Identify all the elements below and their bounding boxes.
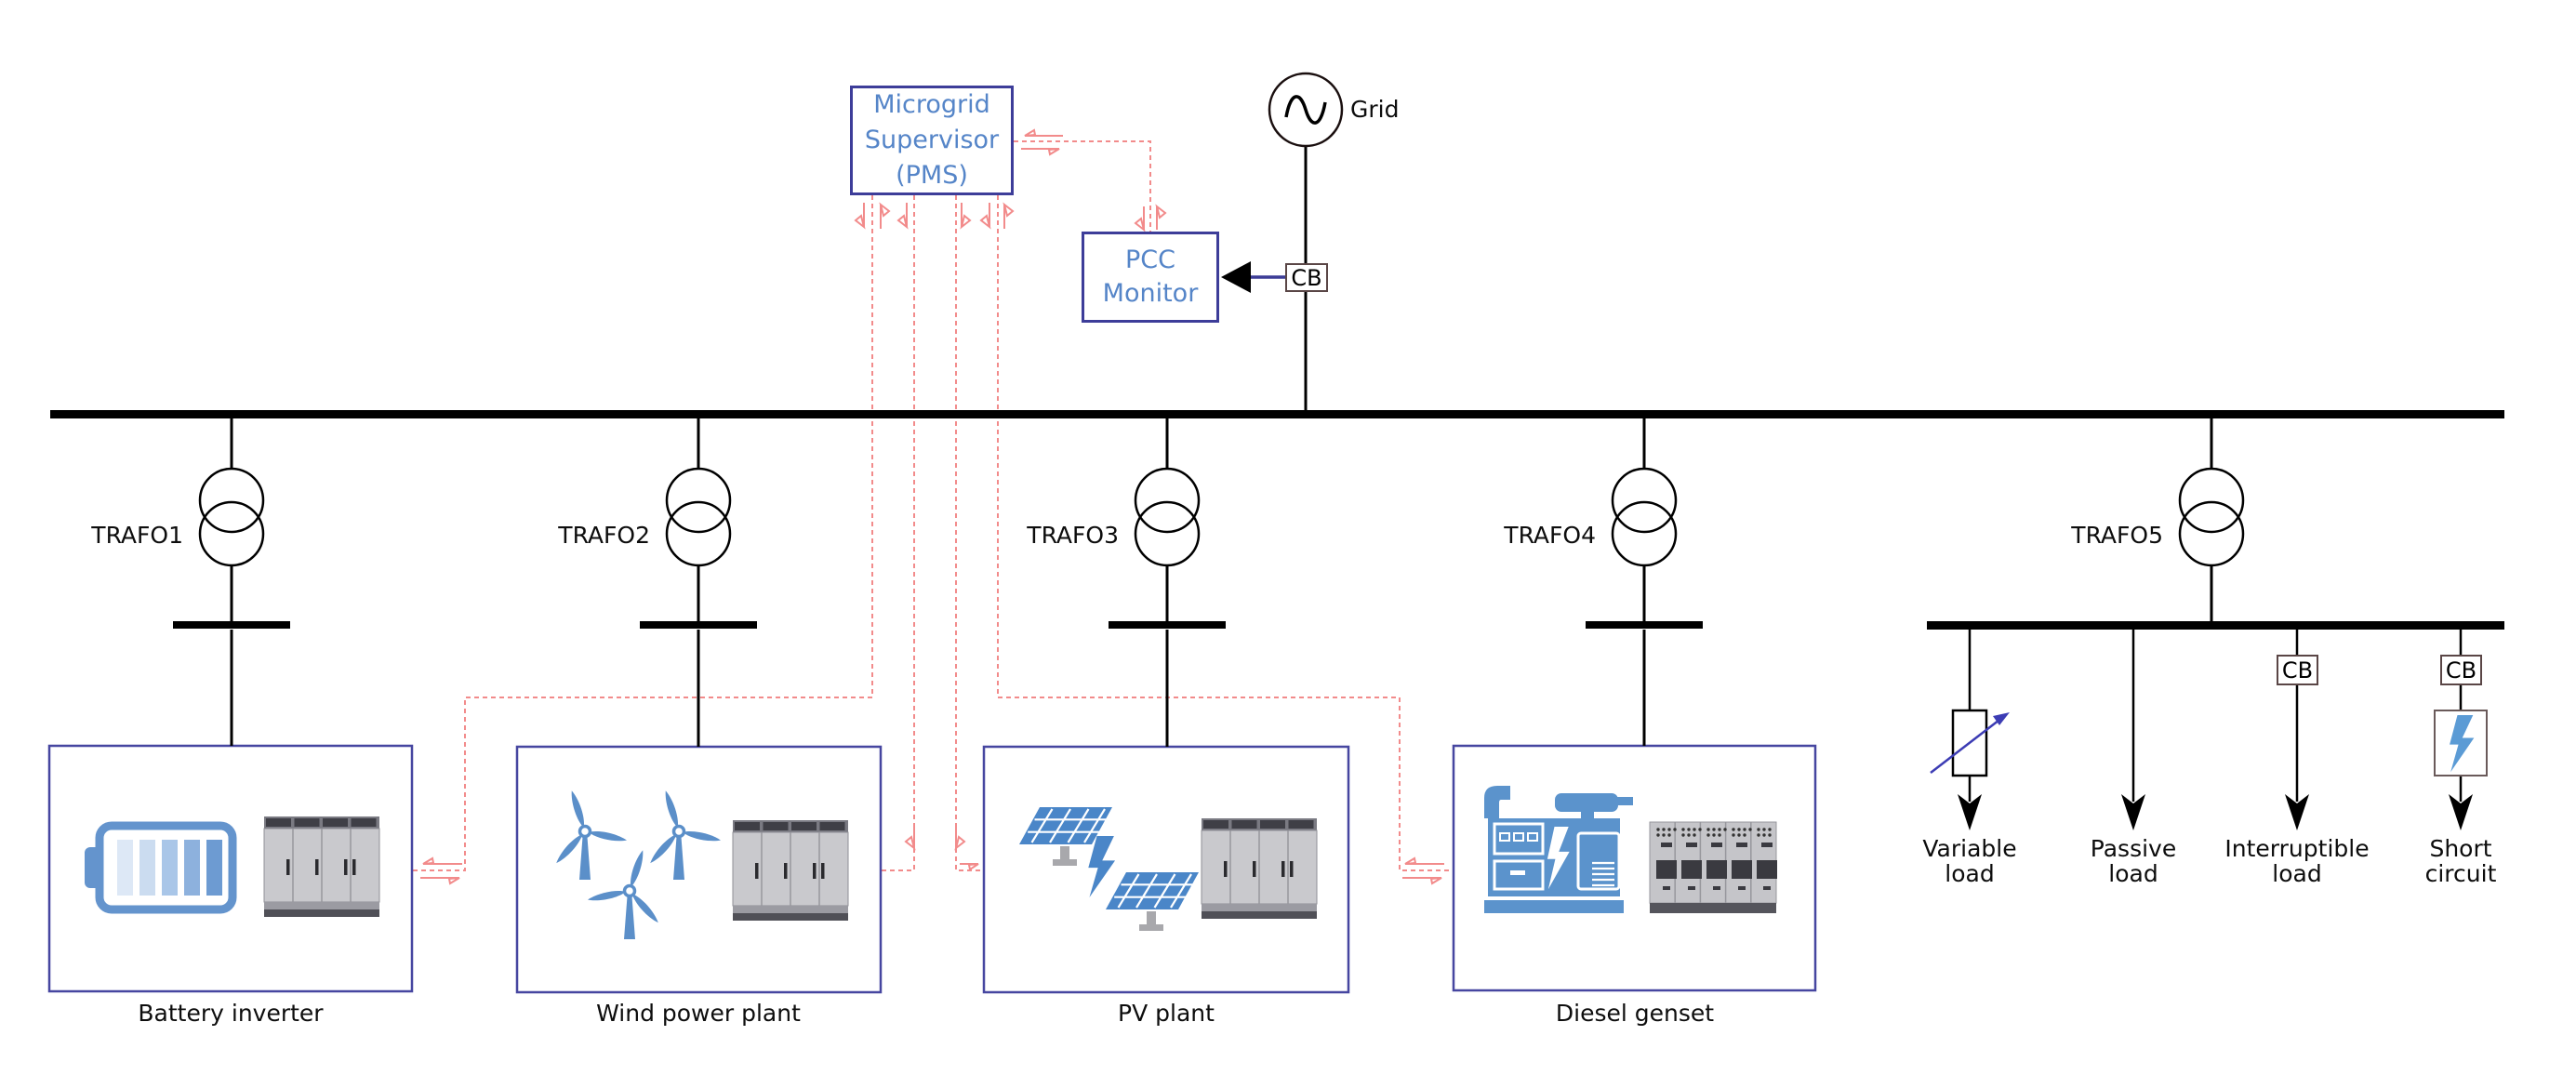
load-bus	[1927, 621, 2504, 630]
diesel-generator-icon	[1484, 786, 1633, 913]
variable-load-label: Variable load	[1922, 835, 2017, 887]
main-bus	[50, 410, 2504, 418]
comm-link-wind	[881, 195, 915, 871]
interruptible-load-circuit-breaker: CB	[2277, 655, 2318, 685]
pcc-monitor-box: PCC Monitor	[1082, 232, 1219, 323]
electrical-network	[50, 72, 2504, 747]
load-arrowheads	[1958, 794, 2473, 830]
microgrid-supervisor-box: Microgrid Supervisor (PMS)	[850, 86, 1014, 195]
grid-cb-label: CB	[1291, 264, 1322, 291]
interruptible-cb-label: CB	[2281, 657, 2314, 683]
diesel-genset-label: Diesel genset	[1555, 1000, 1715, 1027]
comm-link-pcc	[1014, 140, 1151, 232]
trafo3-symbol	[1134, 467, 1201, 567]
grid-circuit-breaker: CB	[1285, 263, 1328, 292]
trafo1-label: TRAFO1	[91, 522, 183, 549]
trafo1-symbol	[198, 467, 265, 567]
microgrid-supervisor-label: Microgrid Supervisor (PMS)	[864, 90, 1000, 190]
trafo5-label: TRAFO5	[2071, 522, 2163, 549]
variable-load-symbol	[1930, 709, 2010, 777]
trafo2-symbol	[665, 467, 732, 567]
cb-pcc-arrow	[1221, 261, 1285, 293]
trafo4-symbol	[1611, 467, 1678, 567]
pv-plant-label: PV plant	[1118, 1000, 1215, 1027]
battery-icon	[85, 821, 237, 914]
trafo4-label: TRAFO4	[1504, 522, 1596, 549]
comm-arrows	[420, 128, 1444, 885]
trafo3-label: TRAFO3	[1027, 522, 1119, 549]
comm-link-diesel	[997, 195, 1454, 871]
switchgear-icon	[1649, 821, 1777, 913]
loads	[1930, 630, 2488, 830]
wind-turbines-icon	[556, 790, 721, 939]
interruptible-load-label: Interruptible load	[2224, 835, 2370, 887]
short-circuit-symbol	[2434, 710, 2488, 776]
trafo2-label: TRAFO2	[558, 522, 650, 549]
pv-cabinet-icon	[1201, 817, 1318, 920]
wind-cabinet-icon	[732, 819, 849, 922]
short-circuit-label: Short circuit	[2424, 835, 2497, 887]
wind-power-plant-label: Wind power plant	[596, 1000, 801, 1027]
short-circuit-cb-label: CB	[2445, 657, 2477, 683]
inverter-cabinet-icon	[263, 816, 380, 918]
pcc-monitor-label: PCC Monitor	[1102, 246, 1199, 308]
short-circuit-circuit-breaker: CB	[2440, 655, 2482, 685]
trafo5-symbol	[2178, 467, 2245, 567]
transformer-symbols	[198, 467, 2245, 567]
comm-links	[412, 140, 1454, 871]
passive-load-label: Passive load	[2090, 835, 2177, 887]
grid-source-icon	[1268, 72, 1344, 148]
grid-label: Grid	[1350, 96, 1400, 123]
battery-inverter-label: Battery inverter	[138, 1000, 324, 1027]
comm-link-battery	[412, 195, 873, 871]
